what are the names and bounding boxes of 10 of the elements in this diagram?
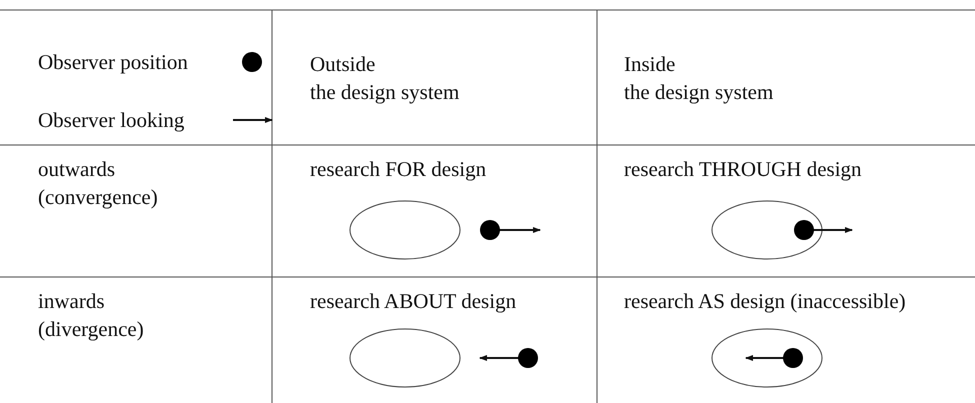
column-header: Outside the design system <box>310 51 460 106</box>
legend-label: Observer looking <box>38 107 184 134</box>
legend-label: Observer position <box>38 49 188 76</box>
row-header: inwards (divergence) <box>38 288 144 343</box>
cell-text: research AS design (inaccessible) <box>624 288 906 315</box>
column-header: Inside the design system <box>624 51 774 106</box>
cell-text: research THROUGH design <box>624 156 862 183</box>
cell-text: research ABOUT design <box>310 288 516 315</box>
cell-text: research FOR design <box>310 156 486 183</box>
row-header: outwards (convergence) <box>38 156 158 211</box>
